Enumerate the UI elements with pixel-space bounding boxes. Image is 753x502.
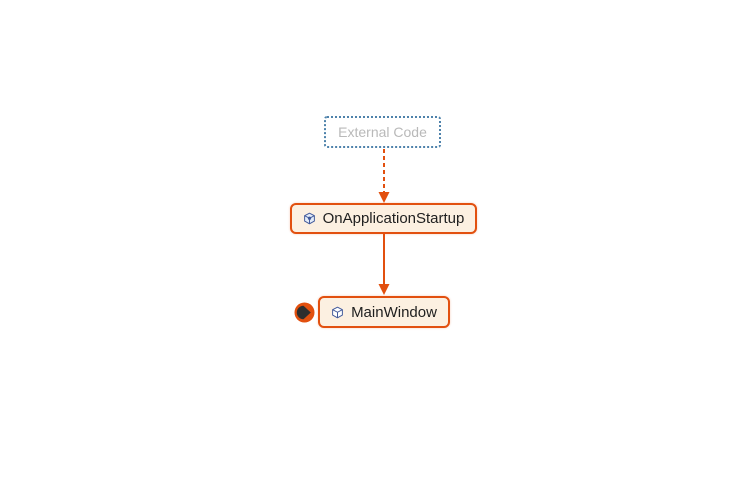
- edge-arrowhead-icon: [378, 284, 390, 295]
- node-label: External Code: [338, 124, 427, 140]
- node-mainwindow[interactable]: MainWindow: [318, 296, 450, 328]
- node-onapplicationstartup[interactable]: OnApplicationStartup: [290, 203, 477, 234]
- node-label: MainWindow: [351, 303, 437, 321]
- method-cube-icon: [303, 212, 316, 225]
- method-cube-icon: [331, 306, 344, 319]
- node-external-code[interactable]: External Code: [324, 116, 441, 148]
- edge-onapplicationstartup-to-mainwindow[interactable]: [378, 234, 390, 295]
- edge-external-to-onapplicationstartup[interactable]: [378, 149, 390, 203]
- badge-arrow-icon: [296, 305, 311, 320]
- edge-arrowhead-icon: [378, 192, 390, 203]
- node-label: OnApplicationStartup: [322, 210, 465, 227]
- current-node-badge[interactable]: [294, 302, 315, 323]
